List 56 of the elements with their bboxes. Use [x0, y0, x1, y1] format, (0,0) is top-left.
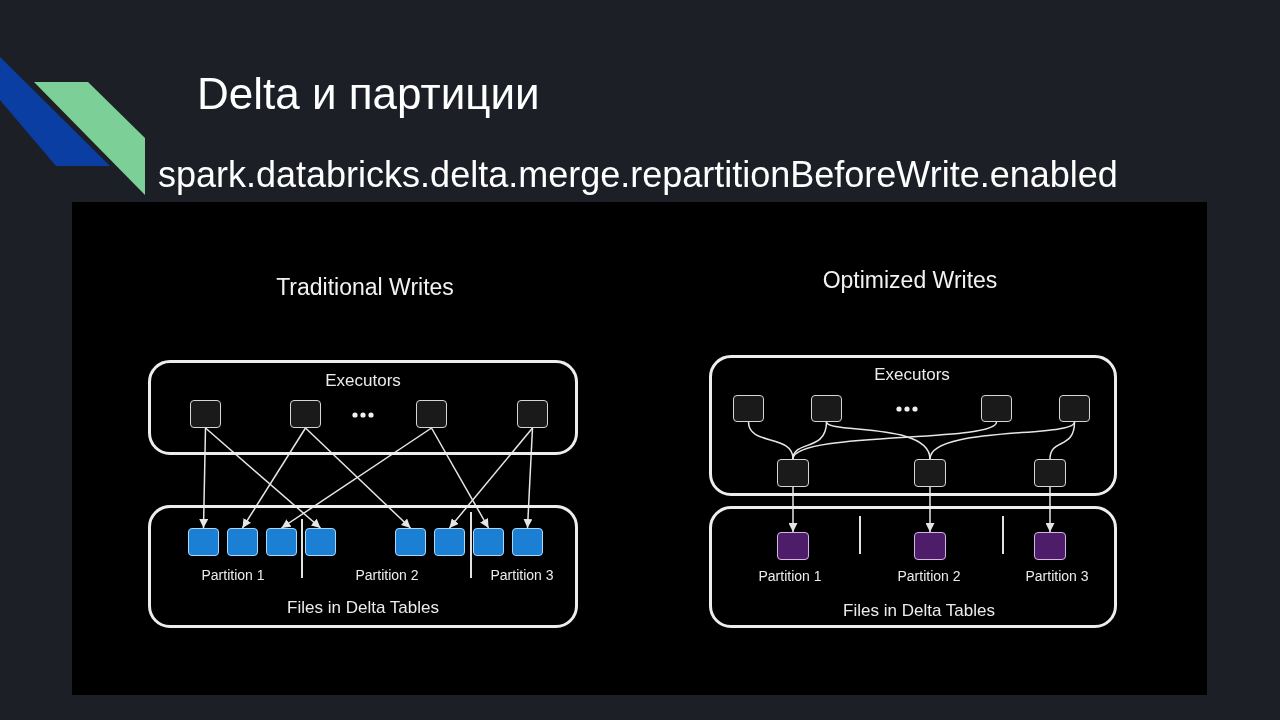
file-box: [512, 528, 543, 556]
config-key-text: spark.databricks.delta.merge.repartitionBeforeWrite.enabled: [158, 157, 1118, 193]
arrow: [304, 427, 412, 529]
arrow: [925, 486, 935, 533]
executor-box: [733, 395, 764, 422]
file-box: [473, 528, 504, 556]
arrow: [241, 427, 307, 529]
executor-box: [290, 400, 321, 428]
section-heading: Optimized Writes: [822, 268, 998, 292]
connector-line: [1049, 421, 1076, 460]
container-label: Executors: [874, 365, 950, 383]
container-label: Executors: [325, 371, 401, 389]
task-box: [1034, 459, 1066, 487]
file-box: [434, 528, 465, 556]
file-box: [914, 532, 946, 560]
arrow: [430, 427, 490, 529]
connector-line: [792, 421, 998, 460]
executor-box: [811, 395, 842, 422]
arrow: [204, 427, 322, 529]
arrow: [788, 486, 798, 533]
executor-box: [981, 395, 1012, 422]
partition-label: Partition 1: [758, 569, 822, 583]
connector-line: [929, 421, 1076, 460]
file-box: [266, 528, 297, 556]
slide-title: Delta и партиции: [197, 72, 540, 116]
file-box: [227, 528, 258, 556]
container-caption: Files in Delta Tables: [287, 598, 439, 616]
executors-container: [148, 360, 578, 455]
partition-label: Partition 1: [201, 568, 265, 582]
task-box: [914, 459, 946, 487]
file-box: [777, 532, 809, 560]
executor-box: [1059, 395, 1090, 422]
arrow: [448, 427, 534, 529]
connector-line: [792, 421, 828, 460]
arrow: [1045, 486, 1055, 533]
executors-container: [709, 355, 1117, 496]
partition-label: Partition 2: [897, 569, 961, 583]
arrow: [199, 427, 209, 529]
arrow: [280, 427, 433, 529]
file-box: [1034, 532, 1066, 560]
files-container: [148, 505, 578, 628]
task-box: [777, 459, 809, 487]
section-heading: Traditional Writes: [276, 275, 454, 299]
partition-label: Partition 2: [355, 568, 419, 582]
connector-line: [825, 421, 931, 460]
file-box: [188, 528, 219, 556]
executor-box: [517, 400, 548, 428]
file-box: [305, 528, 336, 556]
partition-label: Partition 3: [1025, 569, 1089, 583]
arrow: [523, 427, 534, 529]
executor-box: [416, 400, 447, 428]
executor-box: [190, 400, 221, 428]
partition-label: Partition 3: [490, 568, 554, 582]
file-box: [395, 528, 426, 556]
files-container: [709, 506, 1117, 628]
container-caption: Files in Delta Tables: [843, 601, 995, 619]
